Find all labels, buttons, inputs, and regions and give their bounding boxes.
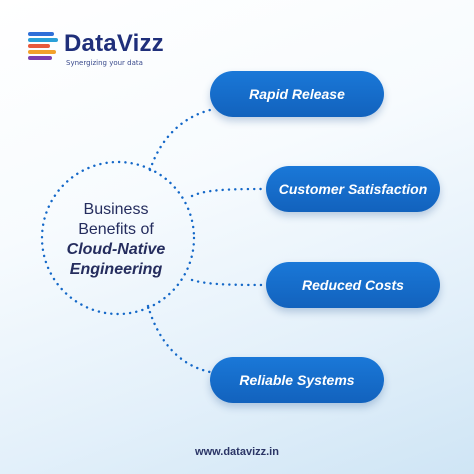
center-line-4: Engineering (69, 261, 163, 278)
benefit-customer-satisfaction[interactable]: Customer Satisfaction (266, 166, 440, 212)
brand-name: DataVizz (64, 30, 164, 57)
center-title: Business Benefits of Cloud-Native Engine… (40, 200, 192, 280)
connector-reliable-systems (146, 304, 212, 374)
center-line-2: Benefits of (78, 221, 154, 238)
connector-rapid-release (148, 108, 212, 172)
footer-url[interactable]: www.datavizz.in (195, 446, 279, 458)
center-dotted-circle (40, 160, 196, 316)
connector-customer-satisfaction (190, 187, 264, 198)
brand-logo: DataVizz Synergizing your data (28, 28, 188, 68)
connector-reduced-costs (190, 278, 264, 287)
center-line-1: Business (83, 201, 149, 218)
benefit-reliable-systems[interactable]: Reliable Systems (210, 357, 384, 403)
striped-bars-icon (28, 32, 60, 62)
benefit-reduced-costs[interactable]: Reduced Costs (266, 262, 440, 308)
brand-tagline: Synergizing your data (66, 59, 143, 67)
center-line-3: Cloud-Native (66, 241, 166, 258)
benefit-rapid-release[interactable]: Rapid Release (210, 71, 384, 117)
